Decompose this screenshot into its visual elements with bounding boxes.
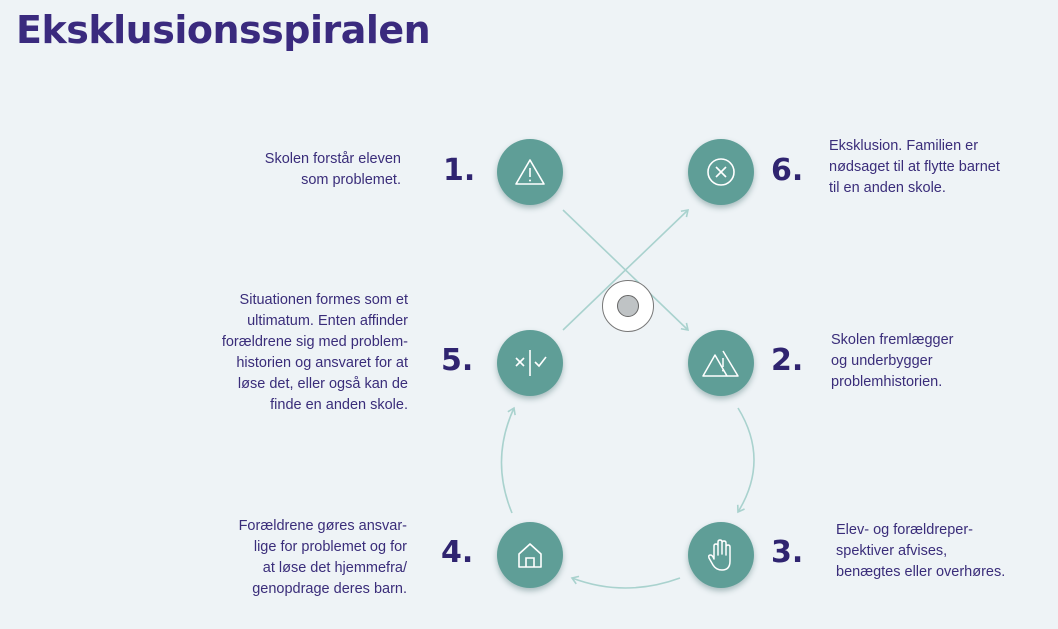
step-6-circle [688, 139, 754, 205]
arrow-4-to-5 [500, 406, 516, 514]
double-warning-icon [702, 350, 739, 377]
warning-icon [515, 159, 545, 185]
step-1-circle [497, 139, 563, 205]
center-node [602, 280, 654, 332]
circle-x-icon [707, 158, 735, 186]
arrow-2-to-3 [736, 407, 755, 514]
step-1-number: 1. [443, 153, 476, 188]
step-2-number: 2. [771, 343, 804, 378]
step-4-number: 4. [441, 535, 474, 570]
step-4-text: Forældrene gøres ansvar-lige for problem… [238, 518, 407, 597]
hand-icon [707, 539, 731, 571]
house-icon [518, 543, 542, 568]
step-5-number: 5. [441, 343, 474, 378]
arrow-5-to-6 [562, 209, 690, 331]
step-6-number: 6. [771, 153, 804, 188]
step-4-circle [497, 522, 563, 588]
cross-check-icon [515, 350, 547, 376]
step-5-circle [497, 330, 563, 396]
page-title: Eksklusionsspiralen [16, 8, 431, 52]
step-2-circle [688, 330, 754, 396]
step-3-circle [688, 522, 754, 588]
arrow-3-to-4 [570, 575, 681, 589]
step-3-number: 3. [771, 535, 804, 570]
step-3-text: Elev- og forældreper-spektiver afvises,b… [836, 522, 1006, 580]
